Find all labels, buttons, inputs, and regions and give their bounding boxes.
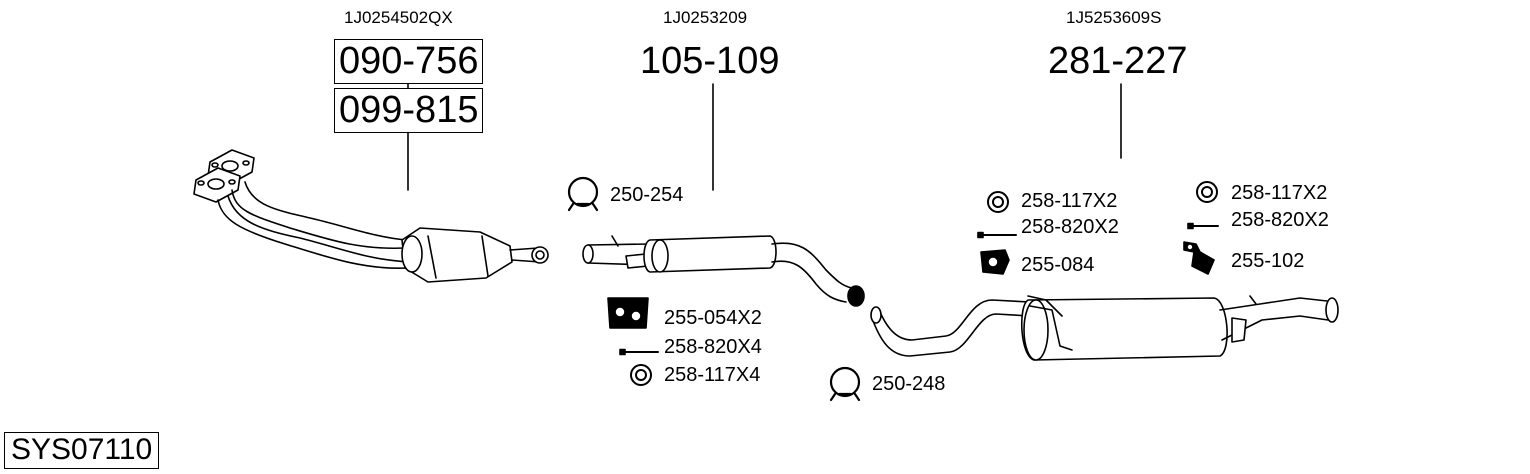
accessory-label[interactable]: 255-084 (1021, 254, 1095, 276)
bolt-icon (619, 348, 659, 356)
accessory-label[interactable]: 258-820X4 (664, 336, 762, 358)
washer-icon (987, 191, 1009, 213)
accessory-label[interactable]: 255-102 (1231, 250, 1305, 272)
bracket-icon (607, 297, 649, 329)
system-code-box: SYS07110 (4, 432, 160, 469)
oe-number-front: 1J0254502QX (344, 8, 453, 27)
rear-silencer-drawing (870, 295, 1339, 361)
washer-icon (630, 364, 652, 386)
accessory-label[interactable]: 250-254 (610, 184, 684, 206)
clamp-icon (567, 176, 599, 212)
washer-icon (1196, 181, 1218, 203)
oe-number-middle: 1J0253209 (663, 8, 748, 27)
clamp-icon (829, 366, 861, 402)
accessory-label[interactable]: 258-117X2 (1231, 182, 1328, 204)
accessory-label[interactable]: 255-054X2 (664, 307, 762, 329)
hanger-icon (1183, 241, 1215, 275)
accessory-label[interactable]: 258-117X2 (1021, 190, 1118, 212)
hanger-icon (980, 249, 1010, 275)
part-number-rear[interactable]: 281-227 (1048, 40, 1188, 82)
bolt-icon (977, 231, 1017, 239)
part-number-middle[interactable]: 105-109 (640, 40, 780, 82)
accessory-label[interactable]: 250-248 (872, 373, 946, 395)
accessory-label[interactable]: 258-820X2 (1231, 209, 1329, 231)
oe-number-rear: 1J5253609S (1066, 8, 1162, 27)
part-number-box-front-2[interactable]: 099-815 (334, 88, 484, 133)
front-pipe-catalyst-drawing (193, 149, 549, 283)
bolt-icon (1187, 222, 1219, 230)
part-number-box-front-1[interactable]: 090-756 (334, 39, 484, 84)
middle-silencer-drawing (582, 235, 865, 307)
accessory-label[interactable]: 258-820X2 (1021, 216, 1119, 238)
accessory-label[interactable]: 258-117X4 (664, 364, 761, 386)
